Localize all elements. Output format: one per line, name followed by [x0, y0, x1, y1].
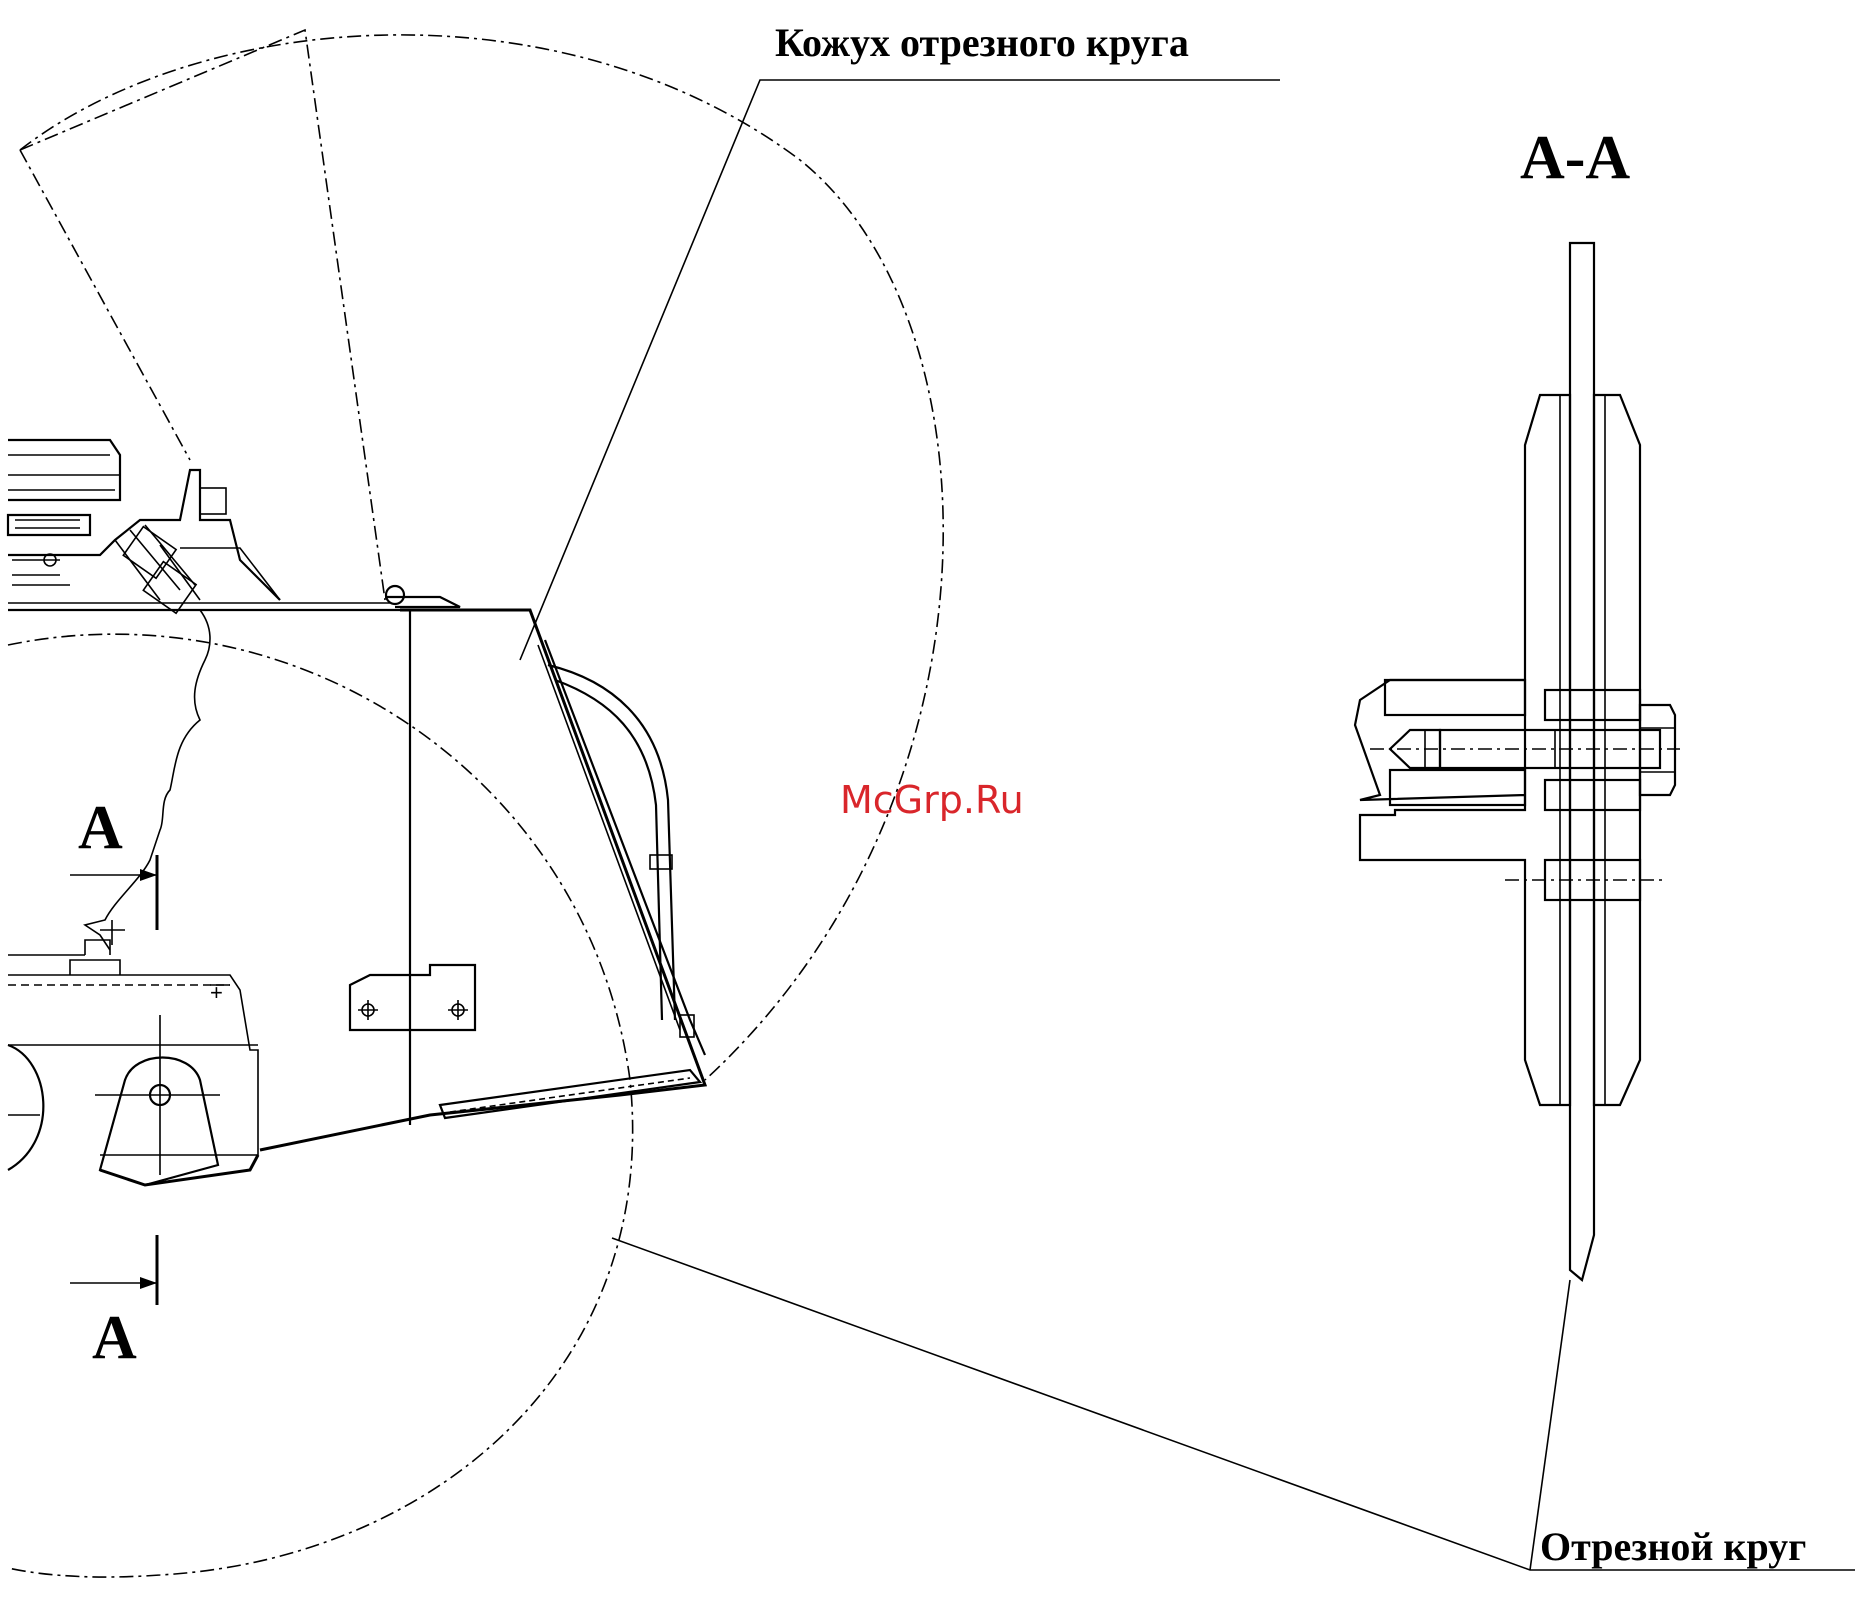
cross-mark: + — [210, 980, 223, 1005]
disc-label: Отрезной круг — [1540, 1524, 1806, 1569]
section-mark-top: А — [78, 794, 123, 862]
guard-leader — [520, 80, 1280, 660]
watermark: McGrp.Ru — [840, 778, 1024, 822]
section-title: А-А — [1520, 124, 1630, 192]
disc-leader — [612, 1238, 1855, 1570]
guard-label: Кожух отрезного круга — [775, 20, 1189, 65]
machine-body — [8, 440, 530, 613]
lower-left-assembly: + — [8, 920, 258, 1185]
break-line — [85, 610, 210, 950]
section-marker — [70, 855, 157, 1305]
cutting-disc-guard — [260, 586, 705, 1150]
section-mark-bottom: А — [92, 1304, 137, 1372]
section-view — [1355, 243, 1680, 1280]
